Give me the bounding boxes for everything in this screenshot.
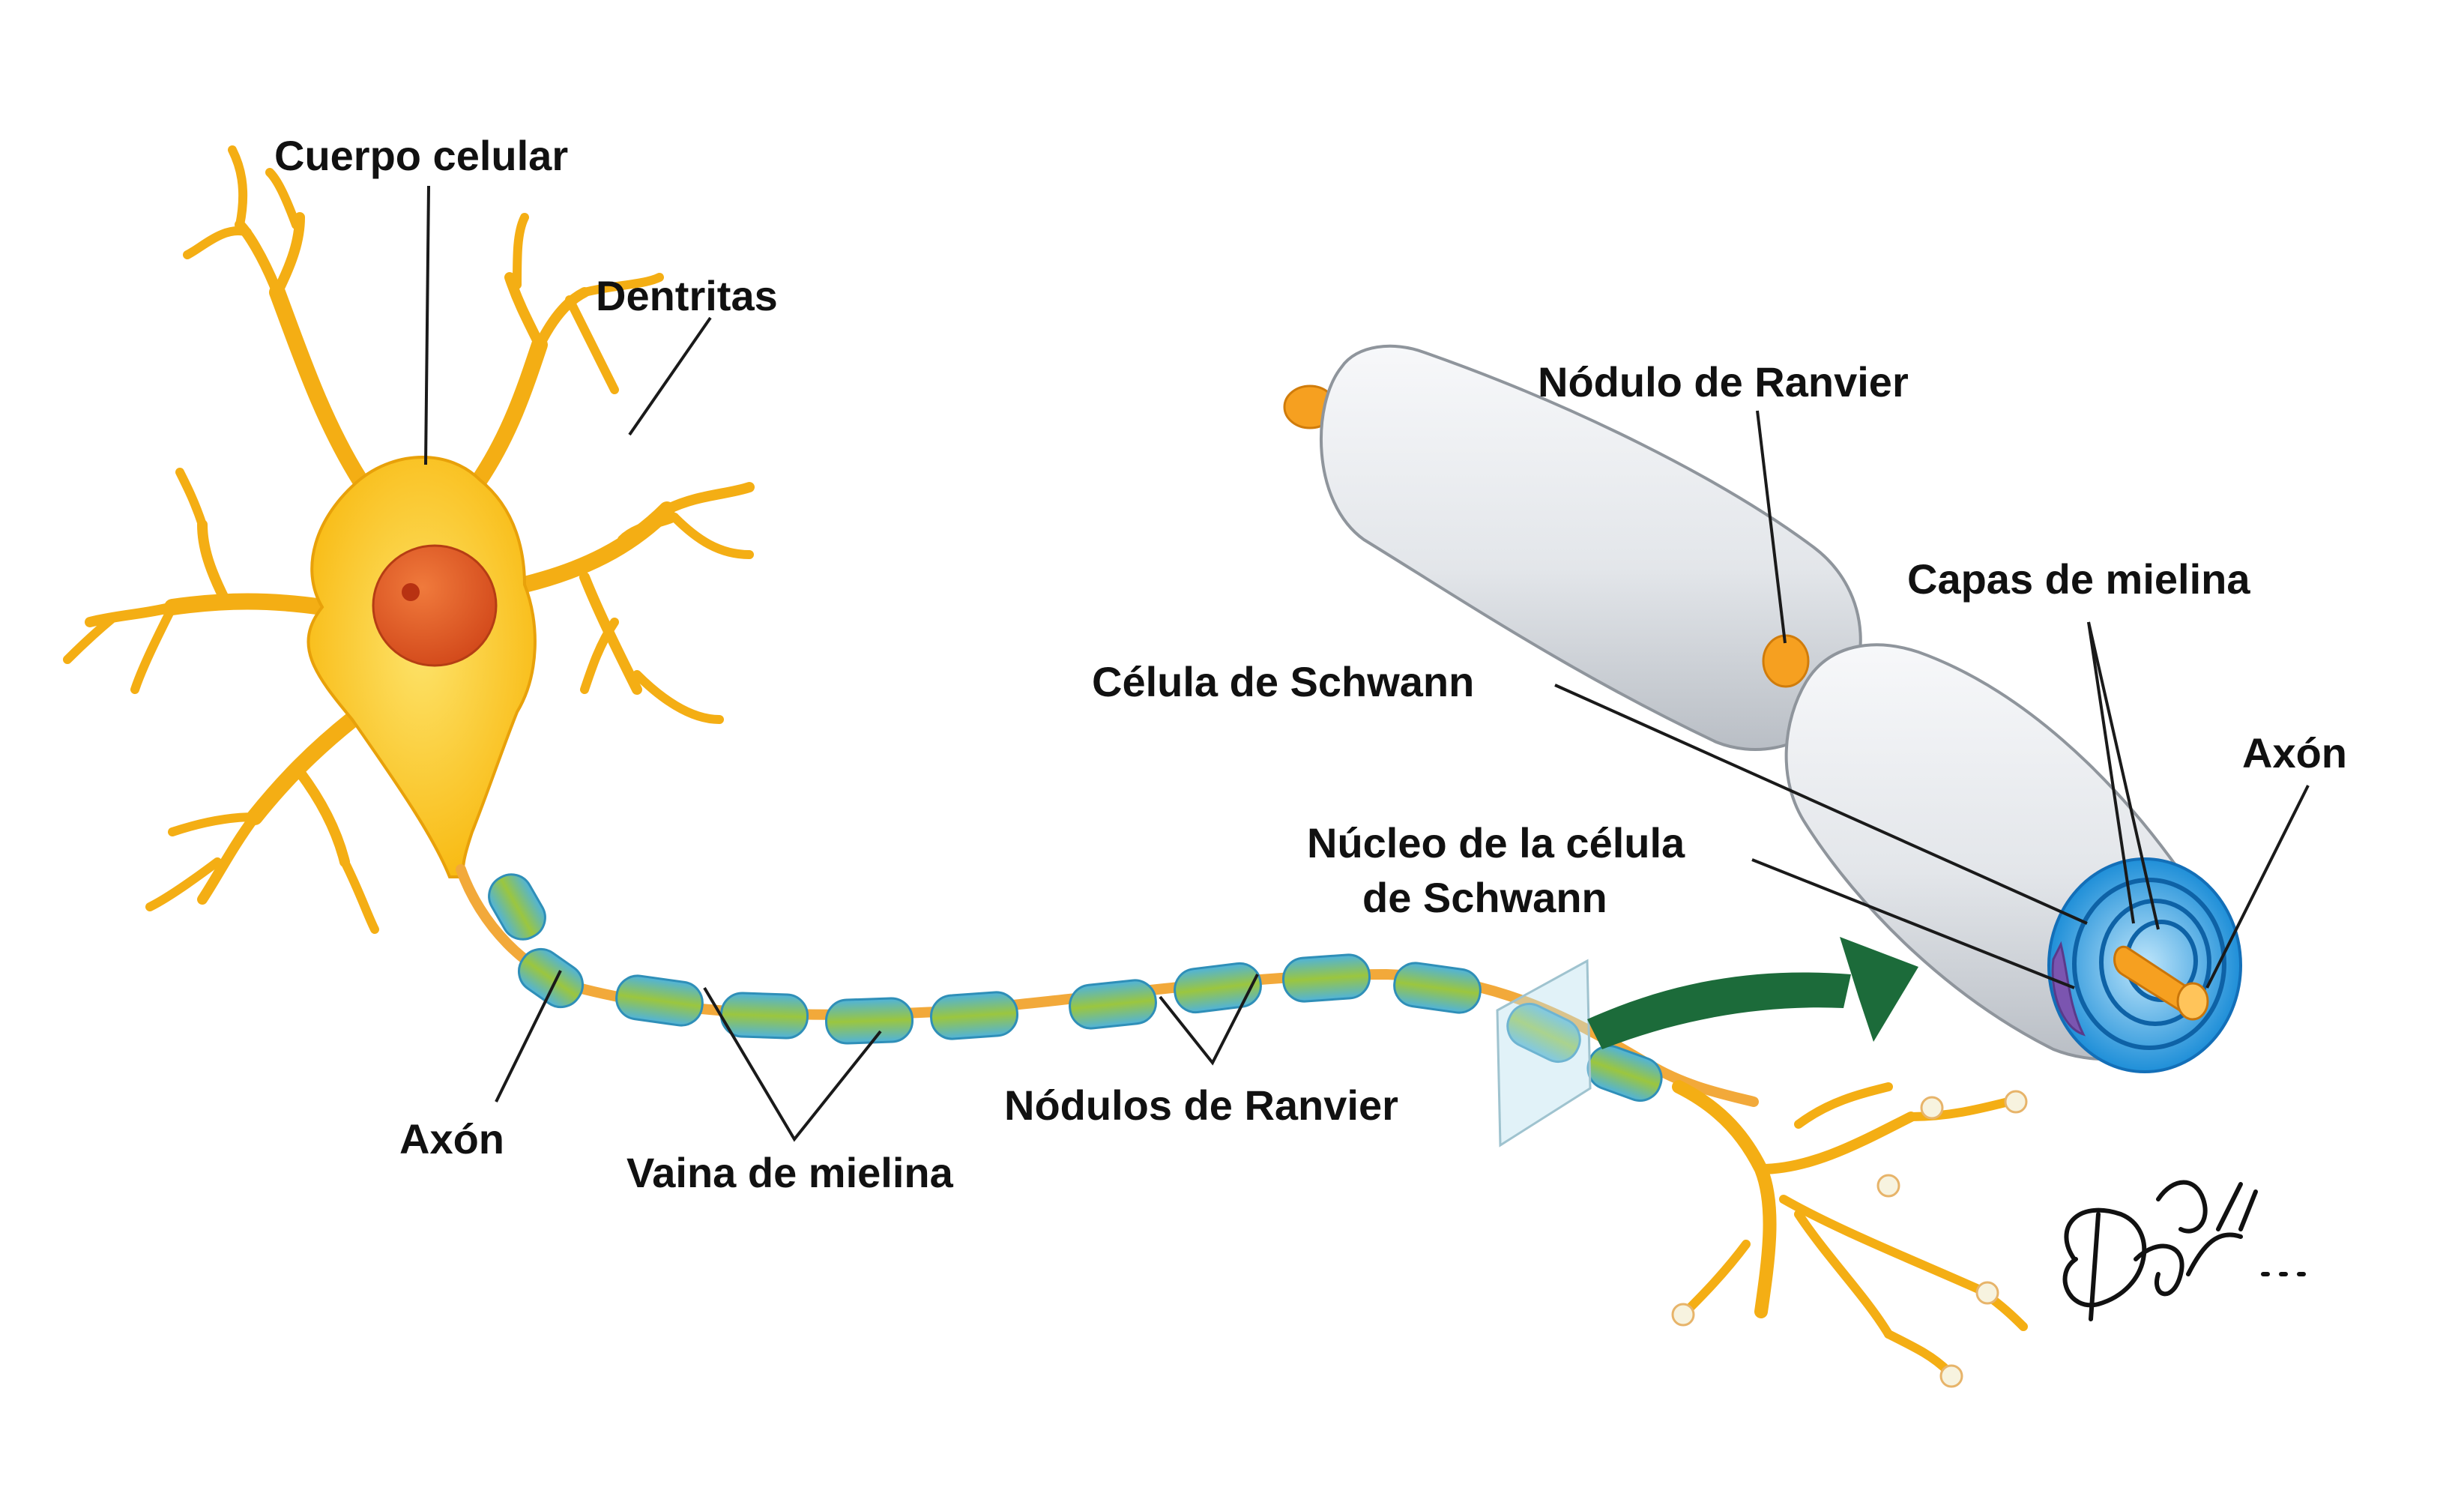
zoom-arrow: [1587, 937, 1918, 1049]
signature: [2065, 1183, 2304, 1320]
label-schwann-nucleus-line2: de Schwann: [1362, 872, 1607, 924]
myelin-segment: [481, 867, 552, 947]
magnification-window: [1497, 961, 1590, 1145]
nucleolus: [402, 583, 420, 601]
label-schwann-cell: Célula de Schwann: [1092, 656, 1474, 708]
myelin-segment: [1068, 978, 1158, 1031]
label-axon-right: Axón: [2242, 727, 2347, 779]
label-nodes-ranvier: Nódulos de Ranvier: [1004, 1079, 1398, 1132]
myelin-segment: [826, 998, 914, 1044]
label-dendrites: Dentritas: [596, 270, 778, 322]
label-schwann-nucleus-line1: Núcleo de la célula: [1307, 817, 1685, 869]
label-myelin-layers: Capas de mielina: [1907, 553, 2250, 606]
axon-terminals: [1679, 1087, 2023, 1372]
label-cell-body: Cuerpo celular: [274, 130, 568, 182]
cell-nucleus: [373, 546, 496, 666]
myelin-segment: [614, 973, 705, 1028]
cell-body: [308, 457, 534, 877]
myelin-segment: [721, 992, 809, 1039]
myelin-segment: [1392, 960, 1483, 1015]
label-node-ranvier: Nódulo de Ranvier: [1538, 356, 1909, 408]
terminal-buttons: [1673, 1091, 2026, 1387]
myelin-segment: [930, 991, 1019, 1040]
label-axon-left: Axón: [399, 1113, 504, 1165]
myelin-segment: [1282, 953, 1371, 1003]
label-myelin-sheath: Vaina de mielina: [626, 1147, 953, 1199]
node-ranvier-closeup: [1763, 636, 1808, 687]
myelin-segment: [1582, 1040, 1667, 1107]
